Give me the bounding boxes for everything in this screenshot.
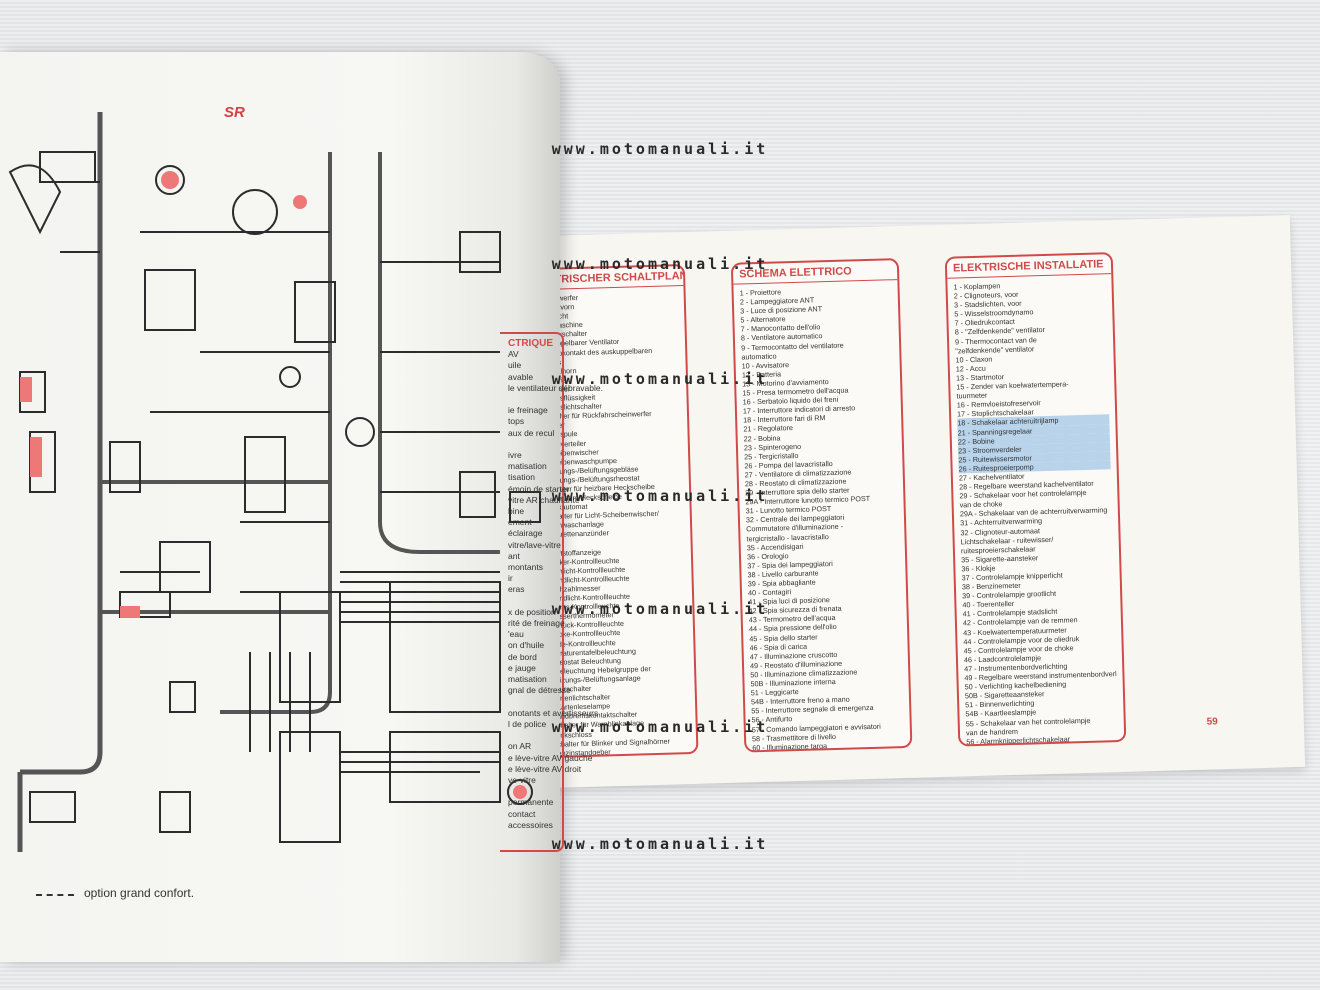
- legend-line: éclairage: [508, 528, 543, 539]
- legend-line: matisation: [508, 461, 547, 472]
- legend-line: onotants et avertisseurs: [508, 707, 599, 718]
- watermark-text: www.motomanuali.it: [551, 718, 769, 736]
- legend-line: ie freinage: [508, 405, 548, 416]
- legend-line: x de position: [508, 606, 556, 617]
- legend-line: uile: [508, 360, 522, 371]
- legend-line: permanente: [508, 797, 554, 808]
- legend-line: vitre AR chauffante: [508, 494, 580, 505]
- watermark-text: www.motomanuali.it: [551, 835, 769, 853]
- legend-line: de bord: [508, 651, 537, 662]
- legend-line: émoin de starter: [508, 483, 570, 494]
- watermark-text: www.motomanuali.it: [551, 140, 769, 158]
- legend-line: gnal de détresse: [508, 685, 571, 696]
- legend-line: e lève-vitre AV gauche: [508, 752, 593, 763]
- legend-line: [508, 786, 568, 797]
- legend-line: rité de freinage: [508, 618, 565, 629]
- option-dash-line: [36, 894, 74, 896]
- watermark-text: www.motomanuali.it: [551, 255, 769, 273]
- legend-line: ant: [508, 550, 520, 561]
- left-legend-title: CTRIQUE: [508, 338, 553, 349]
- legend-line: tisation: [508, 472, 535, 483]
- legend-line: montants: [508, 562, 543, 573]
- watermark-text: www.motomanuali.it: [551, 600, 769, 618]
- legend-line: matisation: [508, 674, 547, 685]
- left-legend-frame: [500, 332, 564, 852]
- legend-line: le ventilateur débravable.: [508, 382, 603, 393]
- legend-line: e lève-vitre AV droit: [508, 763, 582, 774]
- watermark-text: www.motomanuali.it: [551, 370, 769, 388]
- diagram-title: SR: [224, 104, 245, 121]
- legend-line: ir: [508, 573, 513, 584]
- wiring-diagram: [8, 112, 541, 852]
- legend-line: vitre/lave-vitre: [508, 539, 561, 550]
- legend-line: ement: [508, 517, 532, 528]
- legend-line: on AR: [508, 741, 532, 752]
- legend-line: eras: [508, 584, 525, 595]
- legend-line: [508, 394, 568, 405]
- legend-line: on d'huile: [508, 640, 545, 651]
- legend-line: e jauge: [508, 662, 536, 673]
- option-label: option grand confort.: [84, 886, 195, 900]
- legend-line: bine: [508, 506, 525, 517]
- legend-line: ivre: [508, 450, 522, 461]
- watermark-text: www.motomanuali.it: [551, 487, 769, 505]
- legend-line: [508, 439, 568, 450]
- legend-line: ve-vitre: [508, 774, 536, 785]
- legend-line: [508, 697, 568, 708]
- legend-line: aux de recul: [508, 427, 555, 438]
- legend-line: tops: [508, 416, 525, 427]
- legend-line: AV: [508, 349, 519, 360]
- legend-line: 'eau: [508, 629, 524, 640]
- legend-line: l de police: [508, 718, 547, 729]
- legend-line: contact: [508, 808, 536, 819]
- legend-line: accessoires: [508, 819, 553, 830]
- legend-line: avable: [508, 371, 534, 382]
